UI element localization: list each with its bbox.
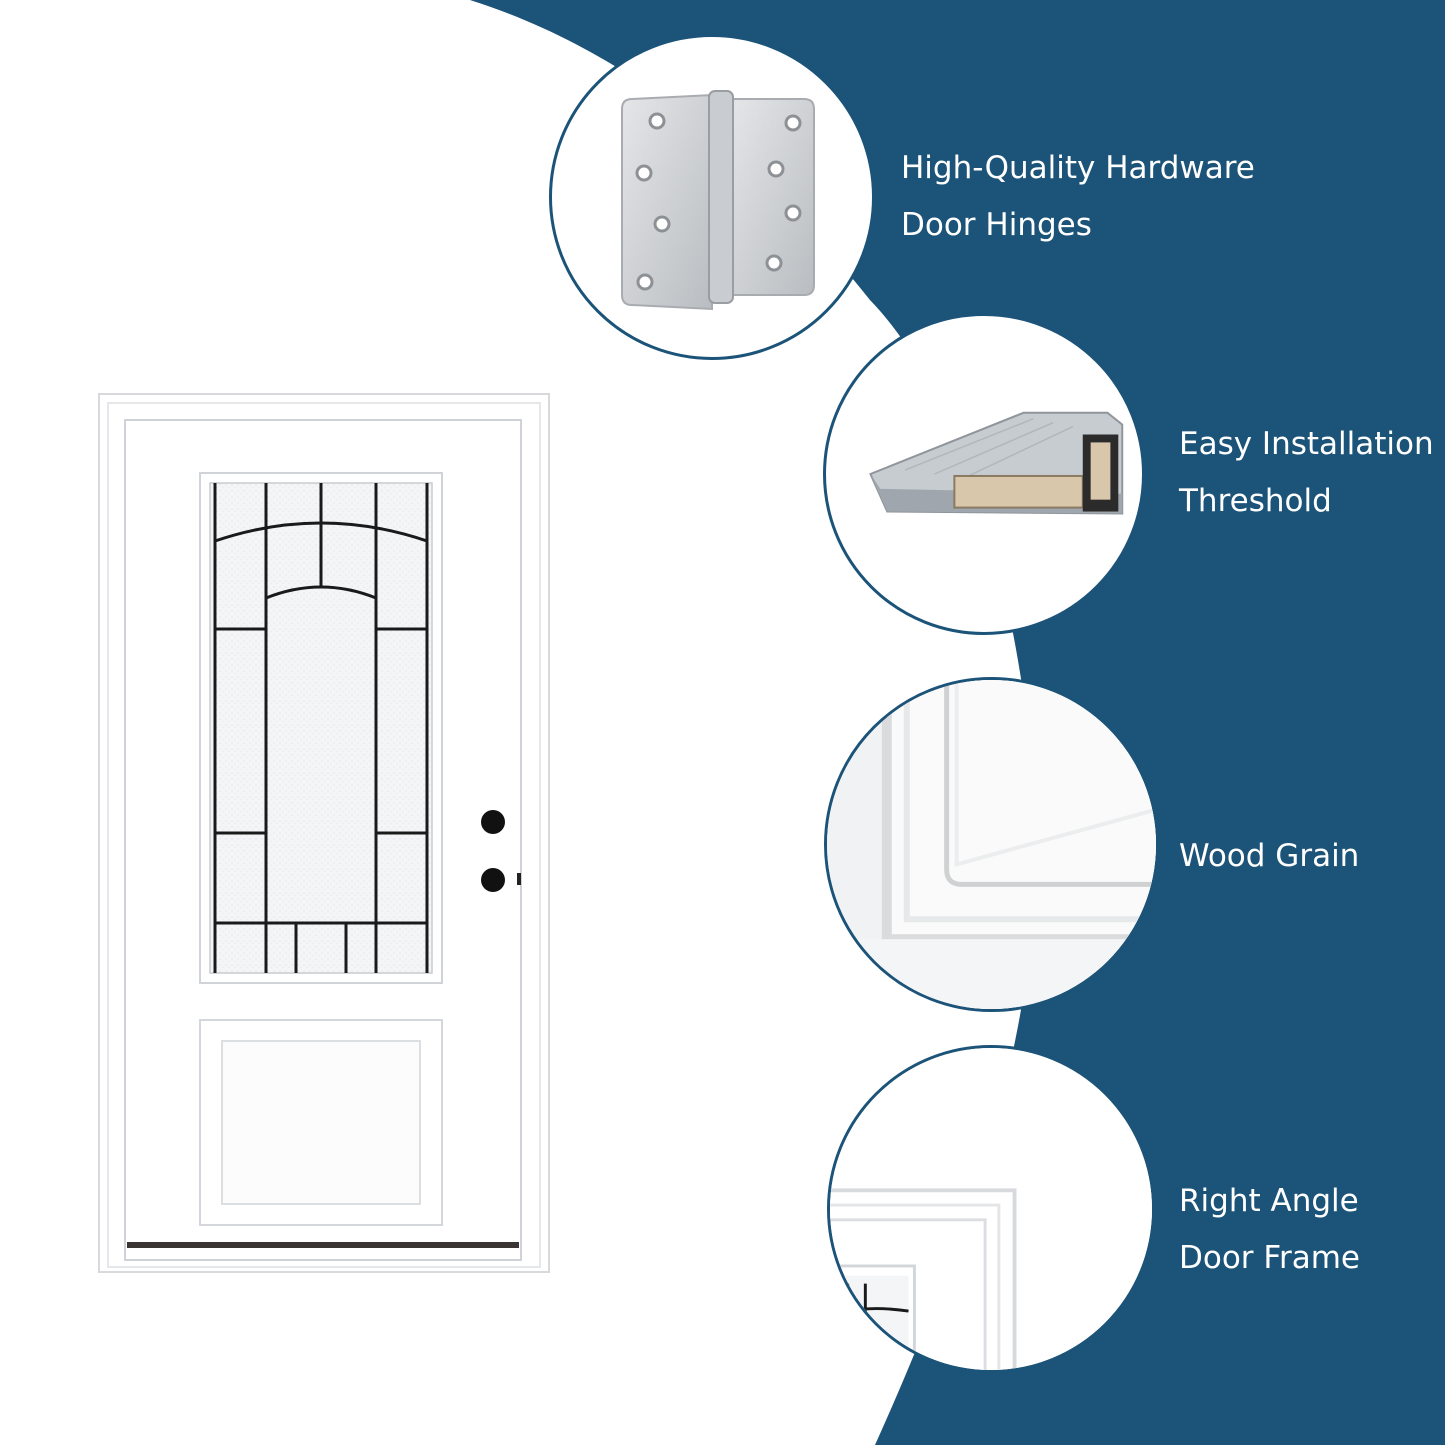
lockset-bore-icon (481, 868, 505, 892)
wood-grain-caption: Wood Grain (1179, 828, 1359, 885)
wood-grain-feature-circle (824, 677, 1159, 1012)
threshold-caption: Easy Installation Threshold (1179, 416, 1434, 530)
wood-grain-panel-icon (827, 680, 1156, 1009)
hinge-caption-line-1: High-Quality Hardware (901, 150, 1255, 186)
threshold-caption-line-1: Easy Installation (1179, 426, 1434, 462)
threshold-caption-line-2: Threshold (1179, 483, 1332, 519)
wood-grain-caption-line-1: Wood Grain (1179, 838, 1360, 874)
right-angle-frame-icon (830, 1048, 1152, 1370)
entry-door-illustration (98, 393, 550, 1273)
door-frame-caption-line-2: Door Frame (1179, 1240, 1360, 1276)
hinge-caption: High-Quality Hardware Door Hinges (901, 140, 1255, 254)
door-hinge-icon (621, 90, 815, 311)
door-frame-feature-circle (827, 1045, 1155, 1373)
door-frame-caption-line-1: Right Angle (1179, 1183, 1359, 1219)
door-frame-caption: Right Angle Door Frame (1179, 1173, 1360, 1287)
threshold-icon (869, 411, 1124, 515)
hinge-feature-circle (549, 34, 875, 360)
hinge-caption-line-2: Door Hinges (901, 207, 1092, 243)
threshold-feature-circle (823, 313, 1145, 635)
deadbolt-bore-icon (481, 810, 505, 834)
decorative-glass-came (213, 483, 429, 973)
